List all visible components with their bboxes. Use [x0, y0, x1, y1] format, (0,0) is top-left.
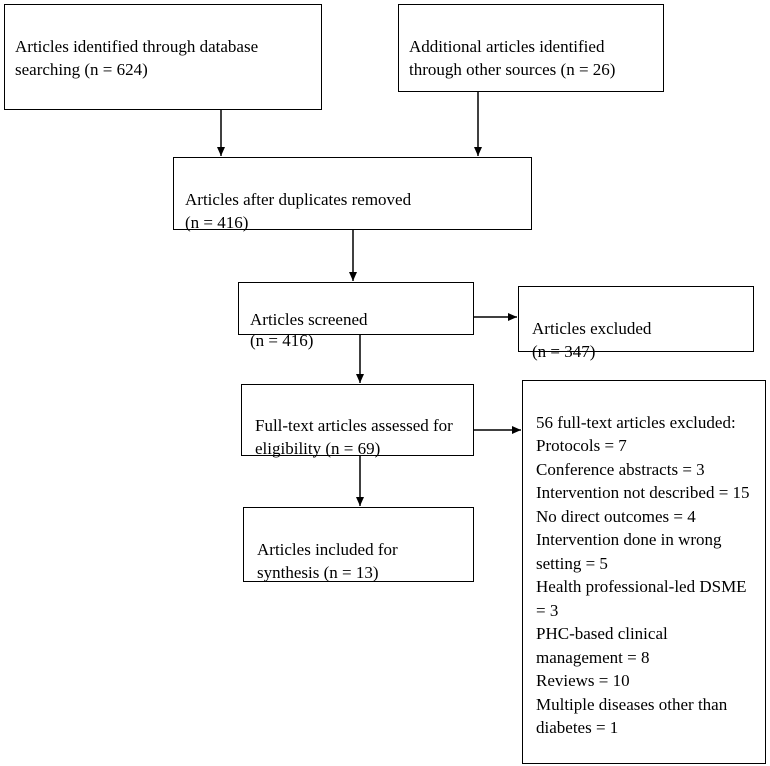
box-included: Articles included for synthesis (n = 13)	[243, 507, 474, 582]
box-full-text-assessed: Full-text articles assessed for eligibil…	[241, 384, 474, 458]
screened-text: Articles screened (n = 416)	[250, 310, 368, 350]
identified-database-text: Articles identified through database sea…	[15, 37, 259, 79]
identified-other-text: Additional articles identified through o…	[409, 37, 616, 79]
box-identified-other-sources: Additional articles identified through o…	[398, 4, 664, 92]
box-full-text-excluded: 56 full-text articles excluded: Protocol…	[522, 380, 766, 764]
box-after-duplicates: Articles after duplicates removed (n = 4…	[173, 157, 532, 232]
full-text-excluded-text: 56 full-text articles excluded: Protocol…	[536, 412, 750, 738]
box-identified-database: Articles identified through database sea…	[4, 4, 322, 110]
after-duplicates-text: Articles after duplicates removed (n = 4…	[185, 190, 412, 232]
excluded-text: Articles excluded (n = 347)	[532, 319, 652, 361]
full-text-assessed-text: Full-text articles assessed for eligibil…	[255, 416, 453, 458]
box-screened: Articles screened (n = 416)	[238, 282, 474, 350]
box-excluded: Articles excluded (n = 347)	[518, 286, 754, 361]
included-text: Articles included for synthesis (n = 13)	[257, 540, 398, 582]
